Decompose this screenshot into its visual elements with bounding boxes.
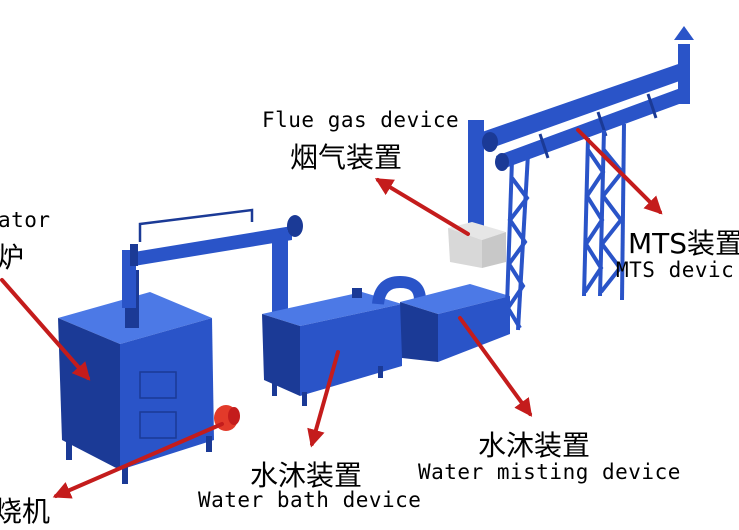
mts-label-zh: MTS装置 xyxy=(628,227,739,260)
generator-label-zh: 炉 xyxy=(0,241,25,274)
arrow-generator xyxy=(0,278,91,381)
pointer-arrows xyxy=(0,128,663,499)
misting-label-zh: 水沐装置 xyxy=(478,429,591,462)
arrow-mts xyxy=(576,128,663,215)
generator-label-en: ator xyxy=(0,208,51,232)
flue-gas-label-zh: 烟气装置 xyxy=(290,141,403,174)
flue-gas-label-en: Flue gas device xyxy=(262,108,460,132)
arrow-burner xyxy=(52,422,224,499)
bath-label-en: Water bath device xyxy=(198,488,422,512)
misting-label-en: Water misting device xyxy=(418,460,681,484)
process-diagram xyxy=(0,26,694,499)
mts-duct xyxy=(482,26,694,171)
water-bath-tank xyxy=(262,288,402,406)
arrow-flue-gas xyxy=(374,178,470,236)
mts-label-en: MTS devic xyxy=(616,258,735,282)
bath-label-zh: 水沐装置 xyxy=(250,459,363,492)
flue-gas-unit xyxy=(448,120,506,268)
connecting-pipe xyxy=(122,208,303,312)
u-bend-pipe xyxy=(372,275,426,305)
arrow-misting xyxy=(458,316,533,417)
burner-label-zh: 烧机 xyxy=(0,495,51,528)
water-misting-tank xyxy=(400,284,510,362)
arrow-bath xyxy=(307,350,340,448)
